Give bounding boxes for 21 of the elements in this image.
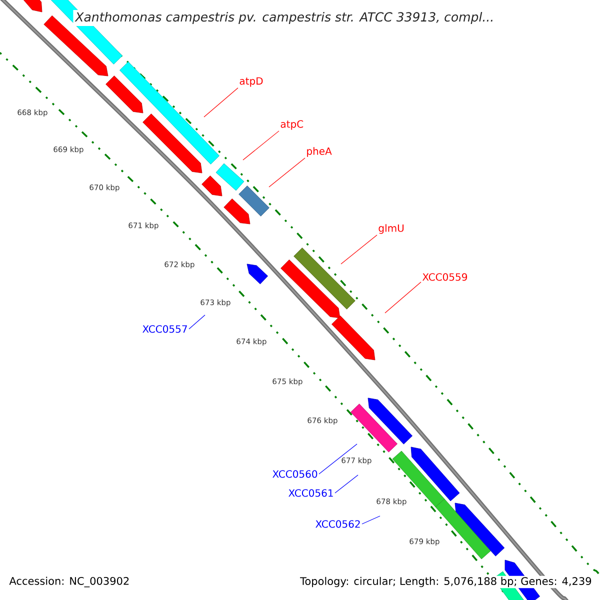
leader-line: [204, 88, 238, 118]
genome-info-text: Topology: circular; Length: 5,076,188 bp; Genes: 4,239: [299, 576, 593, 588]
leader-line: [242, 130, 280, 160]
gene-label: atpC: [280, 120, 304, 130]
leader-line: [334, 474, 358, 494]
gene-label: glmU: [378, 224, 404, 234]
gene-label: XCC0561: [288, 489, 333, 497]
leader-line: [362, 516, 380, 524]
leader-line: [384, 282, 422, 314]
gene-label: XCC0557: [142, 325, 187, 333]
gene-label: XCC0560: [272, 470, 318, 478]
gene-label: pheA: [307, 147, 332, 157]
leader-line: [340, 234, 378, 264]
gene-label: atpD: [240, 77, 263, 87]
leader-line: [268, 158, 306, 188]
title: Xanthomonas campestris pv. campestris str. ATCC 33913, compl...: [73, 10, 496, 26]
leader-line: [318, 444, 358, 474]
accession-text: Accession: NC_003902: [8, 576, 131, 588]
gene-label: XCC0562: [316, 520, 360, 528]
leader-line: [188, 314, 206, 330]
gene-label: XCC0559: [422, 273, 468, 281]
